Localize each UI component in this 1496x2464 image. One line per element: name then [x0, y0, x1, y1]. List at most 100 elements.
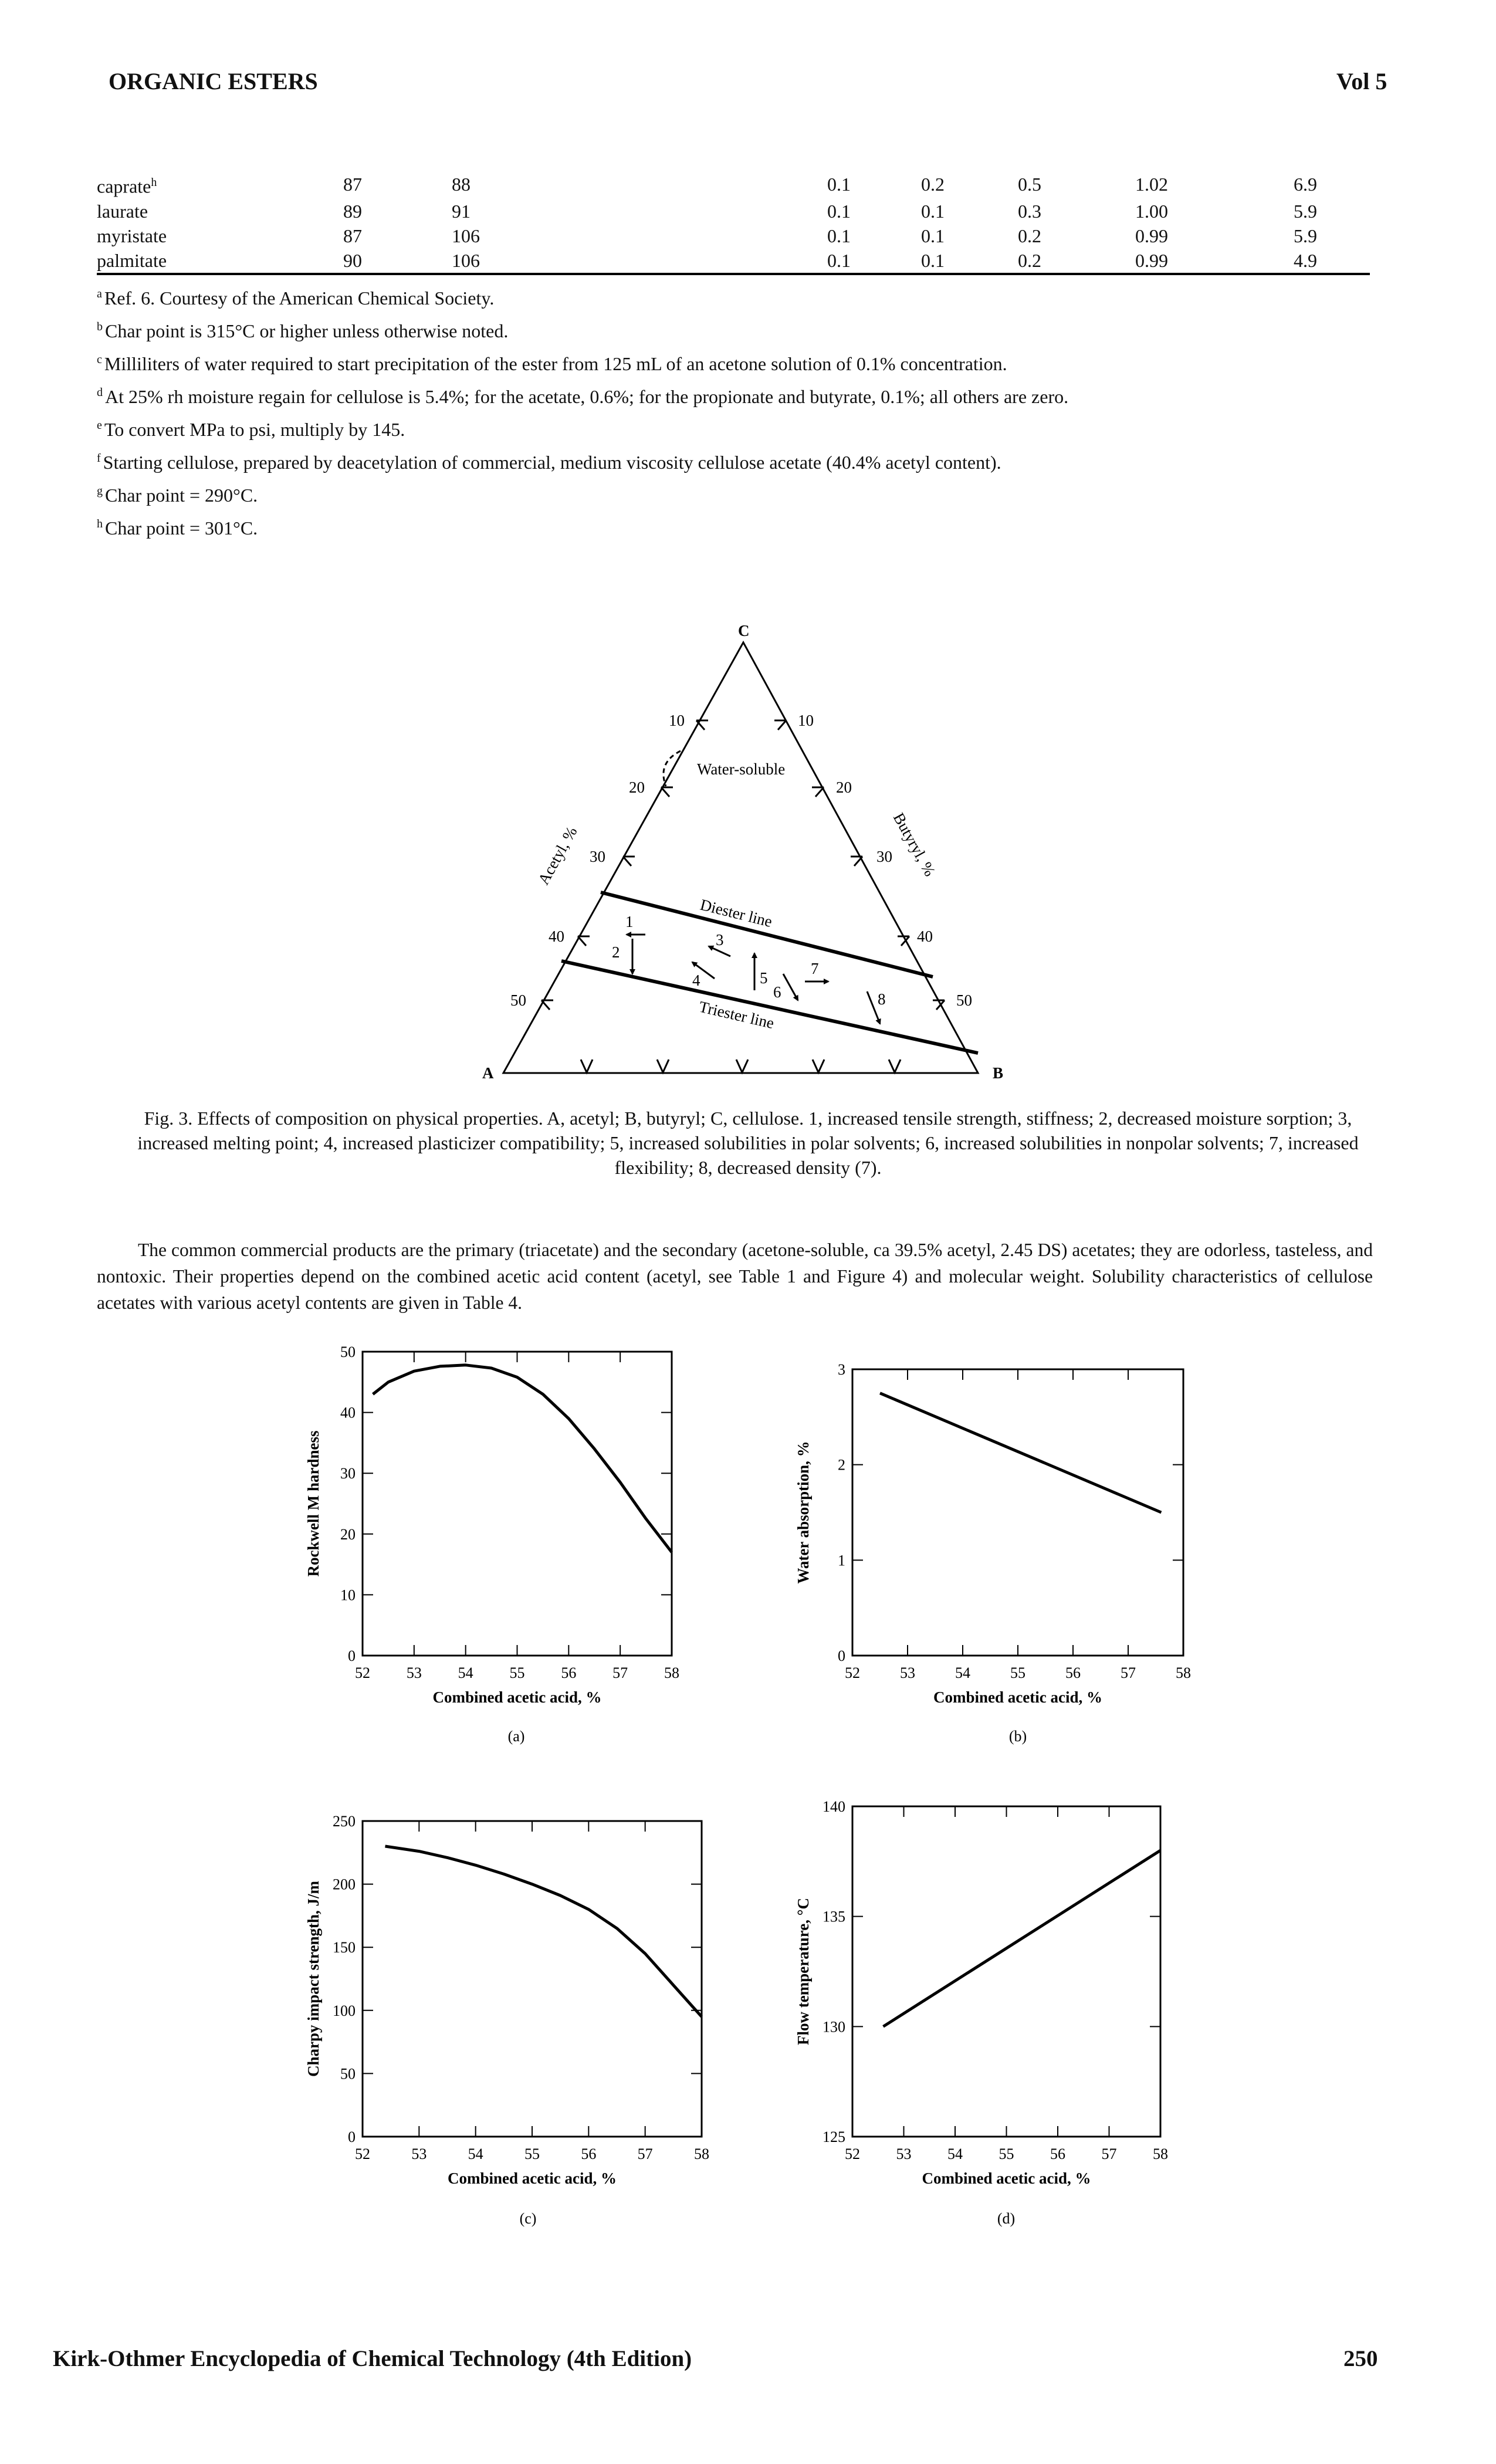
property-table: caprateh 87 88 0.1 0.2 0.5 1.02 6.9 laur…	[97, 170, 1370, 275]
table-cell: 90	[343, 248, 452, 275]
data-line-d	[882, 1849, 1162, 2028]
table-cell: 0.2	[921, 174, 945, 195]
table-cell: 0.5	[1018, 174, 1041, 195]
plot-frame	[851, 1368, 1184, 1657]
y-axis-label: Rockwell M hardness	[304, 1431, 322, 1577]
table-cell: 4.9	[1294, 248, 1370, 275]
ternary-diagram: C A B 10 20 30 40 50 10 20 30 40 50 Wate…	[482, 622, 1003, 1082]
ester-name: laurate	[97, 200, 148, 222]
x-tick-label: 54	[458, 1664, 473, 1681]
x-tick-label: 54	[955, 1664, 970, 1681]
right-tick-label: 10	[798, 712, 814, 729]
effect-number: 7	[811, 960, 819, 977]
y-tick-label: 3	[838, 1361, 845, 1378]
triester-line-label: Triester line	[698, 998, 776, 1033]
y-tick-label: 50	[340, 1343, 356, 1360]
y-tick-label: 30	[340, 1465, 356, 1482]
y-tick-label: 140	[823, 1798, 845, 1815]
x-tick-label: 57	[638, 2145, 653, 2162]
arrow-4	[691, 961, 715, 980]
x-tick-label: 57	[612, 1664, 628, 1681]
table-row: caprateh 87 88 0.1 0.2 0.5 1.02 6.9	[97, 170, 1370, 199]
table-cell: 0.1	[921, 248, 1018, 275]
footnote-mark: b	[97, 320, 103, 333]
x-tick-label: 58	[694, 2145, 709, 2162]
y-tick-label: 135	[823, 1908, 845, 1925]
y-tick-label: 0	[348, 1647, 356, 1664]
footer-publication-title: Kirk-Othmer Encyclopedia of Chemical Tec…	[53, 2346, 692, 2371]
table-cell: 0.1	[921, 225, 945, 246]
ester-name: myristate	[97, 225, 167, 246]
footnote-text: To convert MPa to psi, multiply by 145.	[104, 419, 405, 440]
table-cell: 1.02	[1135, 174, 1168, 195]
left-tick-label: 10	[669, 712, 685, 729]
footnote-text: Ref. 6. Courtesy of the American Chemica…	[104, 287, 495, 309]
footnote-text: At 25% rh moisture regain for cellulose …	[105, 386, 1069, 407]
x-tick-label: 55	[510, 1664, 525, 1681]
y-tick-label: 0	[348, 2128, 356, 2145]
plot-frame	[361, 1351, 673, 1657]
table-cell: 6.9	[1294, 174, 1317, 195]
x-tick-label: 56	[1050, 2145, 1065, 2162]
footnote-text: Milliliters of water required to start p…	[104, 353, 1007, 374]
region-label-water-soluble: Water-soluble	[697, 760, 785, 778]
corner-label-a: A	[482, 1064, 494, 1082]
x-tick-label: 54	[947, 2145, 963, 2162]
x-tick-label: 54	[468, 2145, 483, 2162]
y-tick-label: 2	[838, 1457, 845, 1474]
table-cell: 0.99	[1135, 248, 1294, 275]
y-tick-label: 100	[333, 2002, 356, 2019]
y-axis-label: Water absorption, %	[794, 1441, 812, 1583]
data-line-b	[879, 1392, 1162, 1514]
y-tick-label: 20	[340, 1526, 356, 1543]
x-tick-label: 53	[411, 2145, 427, 2162]
table-cell: 0.3	[1018, 200, 1041, 222]
footnote-mark: h	[97, 517, 103, 530]
y-axis-label: Flow temperature, °C	[794, 1898, 812, 2045]
y-tick-label: 130	[823, 2018, 845, 2035]
footnote-mark: f	[97, 452, 101, 465]
x-tick-label: 53	[407, 1664, 422, 1681]
x-tick-label: 58	[1153, 2145, 1168, 2162]
x-tick-label: 56	[561, 1664, 576, 1681]
x-tick-label: 57	[1121, 1664, 1136, 1681]
footnote-text: Char point is 315°C or higher unless oth…	[105, 320, 509, 341]
arrow-6	[782, 973, 799, 1001]
table-cell: 0.1	[827, 174, 851, 195]
panel-label: (c)	[520, 2210, 537, 2227]
left-axis-label: Acetyl, %	[534, 824, 581, 888]
table-cell: 0.1	[921, 200, 945, 222]
table-cell: 1.00	[1135, 200, 1168, 222]
y-tick-label: 50	[340, 2065, 356, 2082]
data-line-c	[385, 1844, 703, 2018]
x-tick-label: 56	[581, 2145, 596, 2162]
y-axis-label: Charpy impact strength, J/m	[304, 1880, 322, 2077]
panel-label: (d)	[997, 2210, 1015, 2227]
footnote-mark: d	[97, 386, 103, 399]
right-tick-label: 50	[956, 991, 972, 1009]
table-row: palmitate 90 106 0.1 0.1 0.2 0.99 4.9	[97, 248, 1370, 275]
table-cell: 0.1	[827, 248, 921, 275]
right-tick-label: 20	[836, 779, 852, 796]
table-cell: 91	[452, 200, 471, 222]
plot-frame	[361, 1820, 703, 2138]
corner-label-c: C	[738, 622, 750, 639]
table-cell: 88	[452, 174, 471, 195]
data-line-a	[372, 1363, 673, 1553]
y-tick-label: 1	[838, 1552, 845, 1569]
x-tick-label: 53	[896, 2145, 912, 2162]
ester-name: palmitate	[97, 248, 343, 275]
right-tick-label: 40	[917, 928, 933, 945]
effect-number: 1	[625, 913, 634, 930]
panel-label: (b)	[1009, 1728, 1027, 1745]
table-cell: 106	[452, 225, 480, 246]
effect-number: 4	[692, 972, 700, 989]
footnote-mark: e	[97, 419, 102, 432]
right-axis-label: Butyryl, %	[890, 810, 939, 879]
